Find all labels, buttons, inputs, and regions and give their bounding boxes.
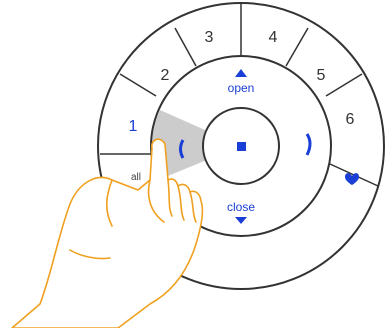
channel-button-3[interactable]: 3 [205, 29, 214, 46]
channel-button-2[interactable]: 2 [161, 67, 170, 84]
all-button[interactable]: all [131, 172, 141, 183]
channel-button-6[interactable]: 6 [346, 111, 355, 128]
stop-icon [237, 142, 246, 151]
channel-button-1[interactable]: 1 [129, 118, 138, 135]
open-button[interactable]: open [228, 81, 255, 95]
close-button[interactable]: close [227, 200, 255, 214]
channel-button-5[interactable]: 5 [317, 67, 326, 84]
channel-button-4[interactable]: 4 [269, 29, 278, 46]
